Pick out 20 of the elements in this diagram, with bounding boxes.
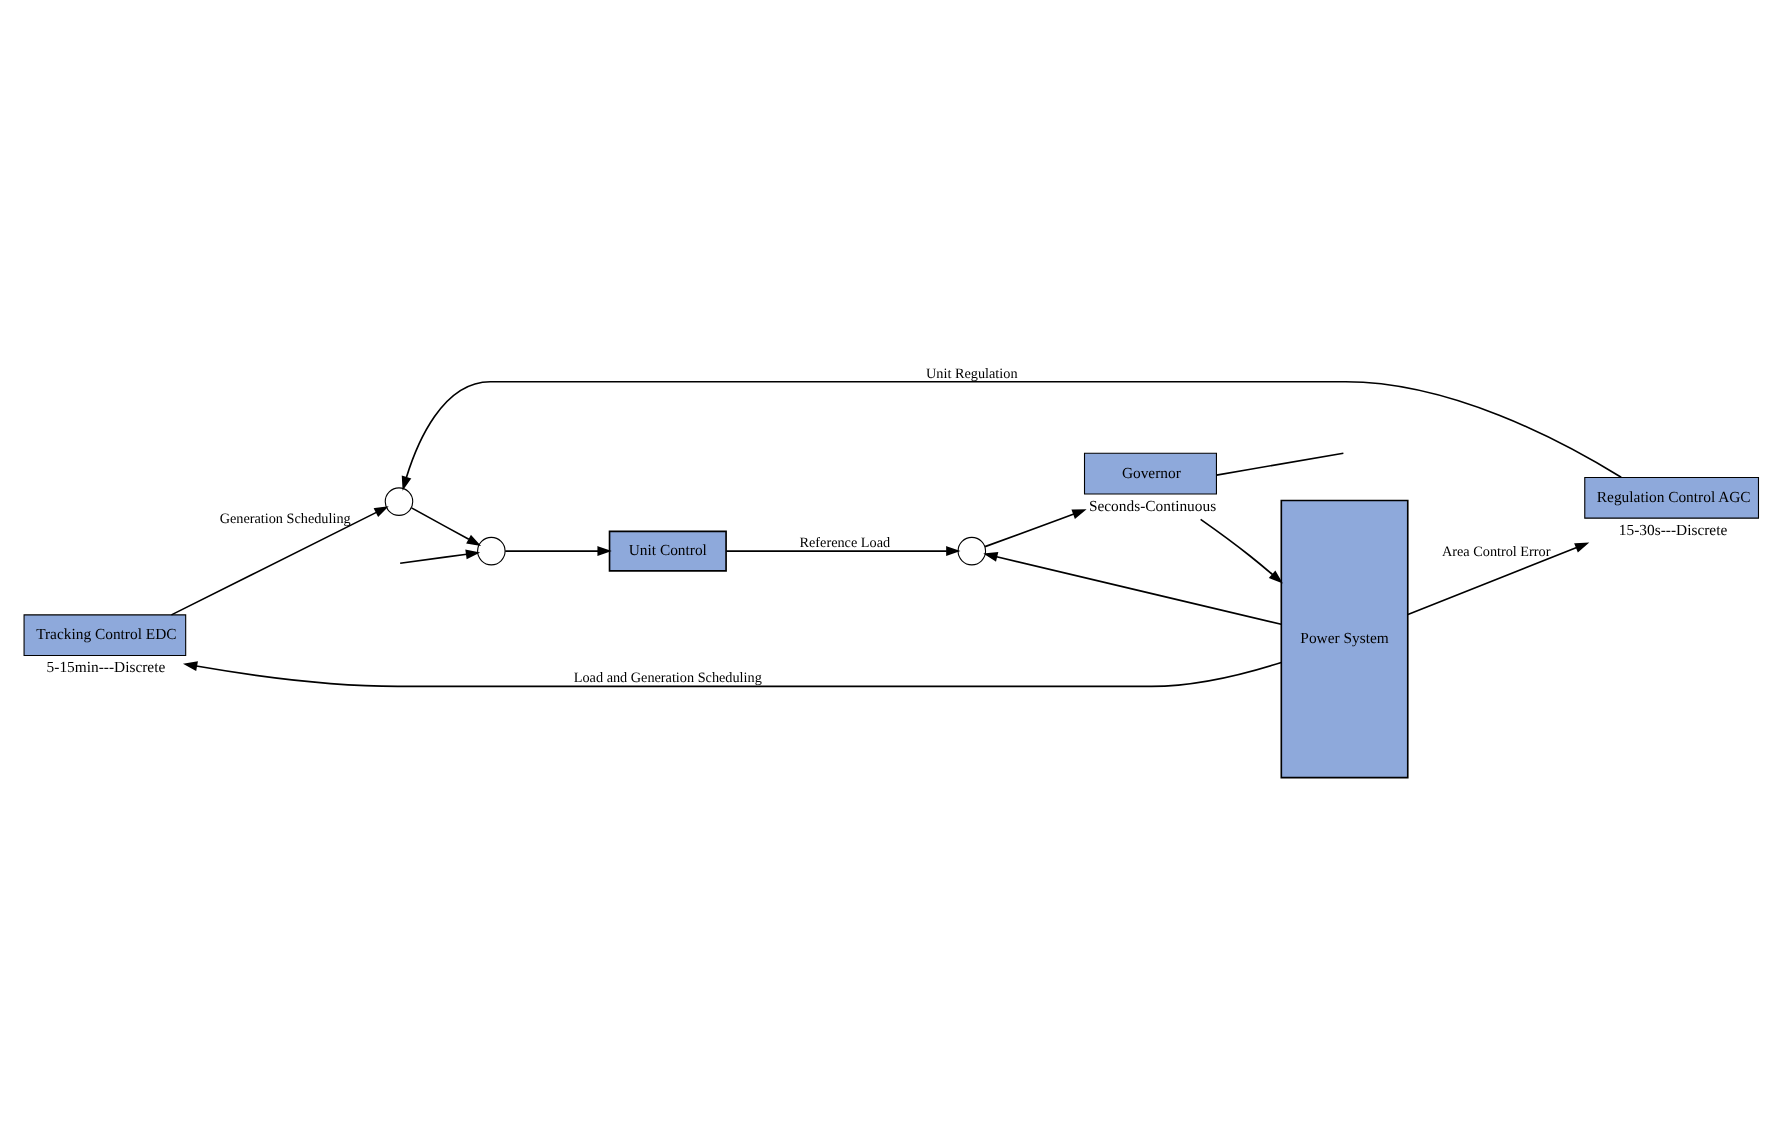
node-circle <box>477 535 506 565</box>
node-label: 5-15min---Discrete <box>46 657 166 676</box>
arrow <box>170 505 389 615</box>
node-label: 15-30s---Discrete <box>1618 519 1728 538</box>
arrow <box>1199 517 1283 583</box>
arrow <box>401 379 1622 490</box>
arrow <box>399 548 481 563</box>
arrow <box>725 545 961 556</box>
arrow <box>182 660 1283 687</box>
arrow <box>504 545 612 556</box>
connector <box>1215 451 1345 475</box>
node-circle <box>384 486 414 515</box>
node-box: Unit Control <box>608 529 727 571</box>
node-box: Power System <box>1280 498 1409 778</box>
arrow <box>983 551 1282 625</box>
node-circle <box>957 535 987 565</box>
arrow <box>1407 541 1590 615</box>
node-label: Seconds-Continuous <box>1088 495 1217 514</box>
arrow <box>410 506 482 546</box>
arrow <box>984 508 1087 547</box>
